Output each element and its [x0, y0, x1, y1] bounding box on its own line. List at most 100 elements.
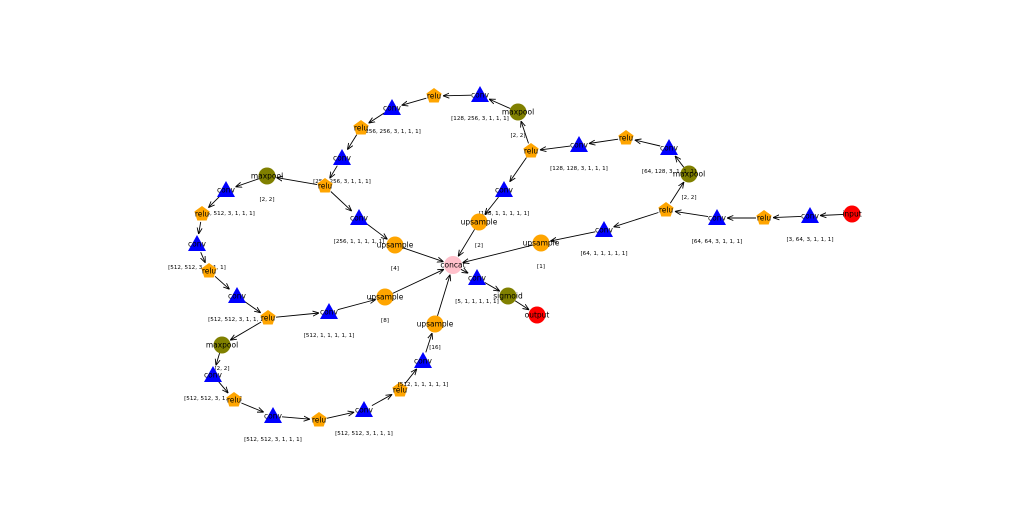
concat-node-shape	[444, 256, 462, 274]
conv-node-shape	[228, 287, 246, 303]
node-label: conv	[801, 212, 819, 221]
relu-node-shape	[523, 143, 539, 158]
edge-c4-to-r4	[540, 145, 571, 150]
conv-node-shape	[188, 235, 206, 251]
node-label: upsample	[367, 293, 404, 302]
node-label: relu	[202, 267, 217, 276]
node-params: [128, 1, 1, 1, 1, 1]	[479, 211, 530, 217]
conv-node-shape	[708, 209, 726, 225]
node-params: [512, 512, 3, 1, 1, 1]	[244, 437, 302, 443]
node-r10: relu	[260, 310, 276, 325]
edge-mp3-to-c8	[236, 178, 260, 187]
node-r11: relu	[226, 392, 242, 407]
node-up3: upsample[4]	[377, 236, 414, 272]
node-c13: conv[512, 512, 3, 1, 1, 1]	[335, 401, 393, 437]
relu-node-shape	[756, 210, 772, 225]
edge-cs5-to-up5	[425, 333, 432, 353]
edge-cf-to-sig	[484, 282, 500, 292]
edge-r9-to-c10	[214, 275, 230, 289]
relu-node-shape	[260, 310, 276, 325]
conv-node-shape	[320, 303, 338, 319]
upsample-node-shape	[386, 236, 404, 254]
edge-r5-to-c6	[402, 97, 427, 105]
edge-c8-to-r8	[208, 196, 220, 207]
edge-r10-to-cs4	[275, 313, 319, 318]
relu-node-shape	[392, 382, 408, 397]
edge-r12-to-c13	[326, 412, 354, 419]
node-label: upsample	[523, 239, 560, 248]
node-params: [512, 1, 1, 1, 1, 1]	[398, 382, 449, 388]
edge-cs1-to-up1	[550, 231, 596, 241]
edge-up3-to-concat	[402, 247, 444, 262]
edge-mp4-to-c11	[216, 352, 220, 365]
node-r13: relu	[392, 382, 408, 397]
node-label: output	[525, 311, 550, 320]
conv-node-shape	[383, 99, 401, 115]
node-params: [256, 256, 3, 1, 1, 1]	[313, 179, 371, 185]
node-cf: conv [5, 1, 1, 1, 1, 1]	[455, 269, 499, 305]
node-label: conv	[570, 141, 588, 150]
node-label: upsample	[461, 218, 498, 227]
node-label: relu	[227, 396, 242, 405]
node-mp3: maxpool[2, 2]	[251, 167, 283, 203]
node-c11: conv[512, 512, 3, 1, 1, 1]	[184, 366, 242, 402]
node-c7: conv[256, 256, 3, 1, 1, 1]	[313, 149, 371, 185]
edge-r2-to-cs1	[614, 212, 659, 227]
node-params: [256, 512, 3, 1, 1, 1]	[197, 211, 255, 217]
node-params: [256, 256, 3, 1, 1, 1]	[363, 129, 421, 135]
node-label: conv	[468, 274, 486, 283]
node-r4: relu	[523, 143, 539, 158]
conv-node-shape	[495, 181, 513, 197]
node-r6: relu	[353, 120, 369, 135]
edge-c10-to-r10	[244, 300, 260, 313]
relu-node-shape	[618, 130, 634, 145]
node-params: [2, 2]	[510, 133, 525, 139]
node-label: relu	[354, 124, 369, 133]
edge-cs4-to-up4	[337, 300, 376, 311]
node-params: [256, 1, 1, 1, 1, 1]	[334, 239, 385, 245]
edge-c6-to-r6	[369, 112, 385, 123]
node-params: [2, 2]	[214, 366, 229, 372]
node-r5: relu	[426, 88, 442, 103]
upsample-node-shape	[376, 288, 394, 306]
node-params: [64, 128, 3, 1, 1, 1]	[642, 169, 696, 175]
node-params: [4]	[391, 266, 399, 272]
node-params: [512, 1, 1, 1, 1, 1]	[304, 333, 355, 339]
node-cs1: conv[64, 1, 1, 1, 1, 1]	[580, 221, 628, 257]
conv-node-shape	[264, 407, 282, 423]
node-c4: conv[128, 128, 3, 1, 1, 1]	[550, 136, 608, 172]
node-r3: relu	[618, 130, 634, 145]
node-c10: conv[512, 512, 3, 1, 1, 1]	[208, 287, 266, 323]
node-params: [5, 1, 1, 1, 1, 1]	[455, 299, 499, 305]
relu-node-shape	[426, 88, 442, 103]
conv-node-shape	[355, 401, 373, 417]
node-params: [3, 64, 3, 1, 1, 1]	[786, 237, 833, 243]
node-label: relu	[261, 314, 276, 323]
edge-c13-to-r13	[371, 394, 392, 406]
edge-input-to-c1	[820, 214, 844, 215]
edge-sig-to-output	[514, 300, 529, 310]
node-c8: conv[256, 512, 3, 1, 1, 1]	[197, 181, 255, 217]
node-params: [512, 512, 3, 1, 1, 1]	[184, 396, 242, 402]
edge-up5-to-concat	[437, 275, 451, 317]
conv-node-shape	[333, 149, 351, 165]
edge-r10-to-mp4	[230, 321, 262, 340]
node-label: maxpool	[673, 170, 705, 179]
maxpool-node-shape	[509, 103, 527, 121]
node-mp1: maxpool[2, 2]	[673, 165, 705, 201]
edge-r2-to-mp1	[669, 182, 684, 204]
node-c1: conv [3, 64, 3, 1, 1, 1]	[786, 207, 834, 243]
node-r7: relu	[317, 178, 333, 193]
node-label: conv	[383, 104, 401, 113]
maxpool-node-shape	[213, 336, 231, 354]
node-label: conv	[660, 144, 678, 153]
node-params: [512, 512, 3, 1, 1, 1]	[208, 317, 266, 323]
relu-node-shape	[226, 392, 242, 407]
edge-c11-to-r11	[218, 381, 228, 393]
conv-node-shape	[570, 136, 588, 152]
node-concat: concat	[440, 256, 466, 274]
conv-node-shape	[217, 181, 235, 197]
node-r1: relu	[756, 210, 772, 225]
node-r12: relu	[311, 412, 327, 427]
